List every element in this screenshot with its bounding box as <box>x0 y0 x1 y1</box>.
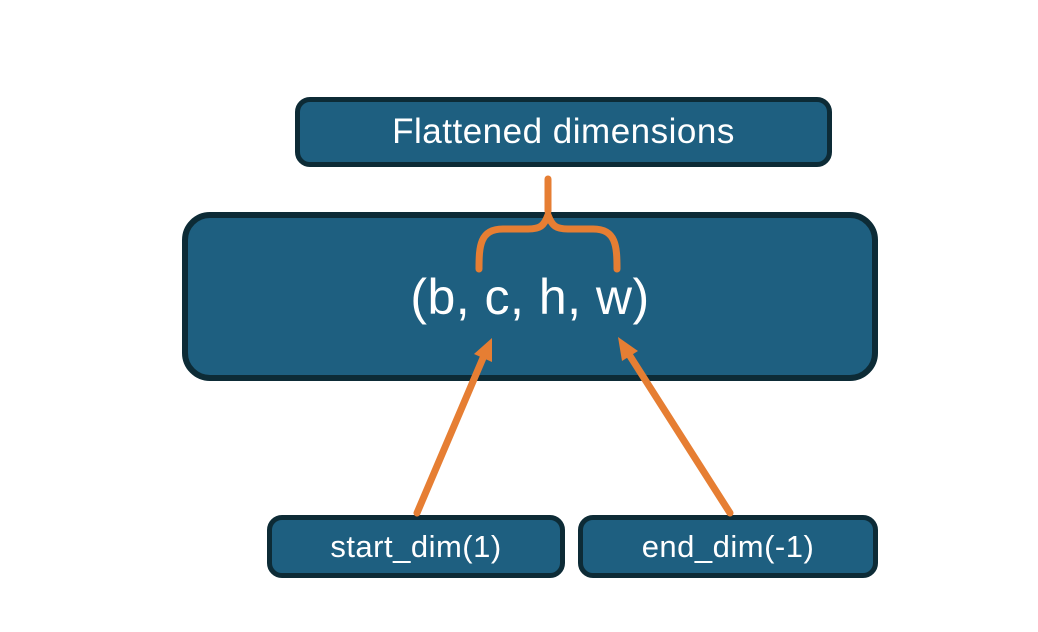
node-start-dim-label: start_dim(1) <box>330 528 502 564</box>
node-tensor-shape-label: (b, c, h, w) <box>410 268 650 325</box>
node-flattened-dimensions-label: Flattened dimensions <box>392 112 735 151</box>
node-start-dim: start_dim(1) <box>267 515 565 578</box>
node-tensor-shape: (b, c, h, w) <box>182 212 878 381</box>
node-flattened-dimensions: Flattened dimensions <box>295 97 832 167</box>
node-end-dim: end_dim(-1) <box>578 515 878 578</box>
node-end-dim-label: end_dim(-1) <box>641 528 815 564</box>
